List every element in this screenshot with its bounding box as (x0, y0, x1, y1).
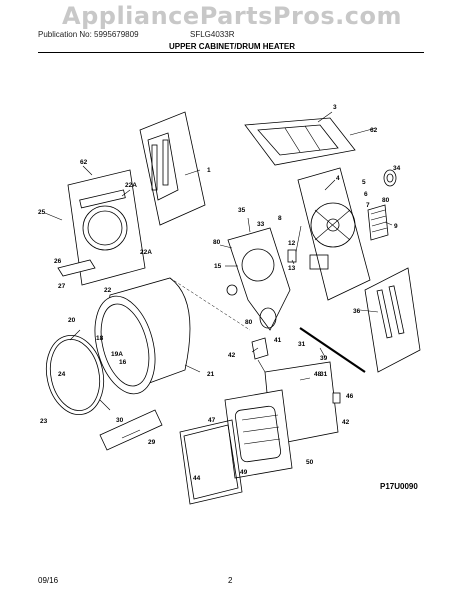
callout-label: 50 (306, 459, 314, 466)
callout-label: 30 (116, 417, 124, 424)
clip-part (332, 392, 341, 404)
watermark: AppliancePartsPros.com (62, 2, 402, 30)
heater-box-part (224, 389, 293, 479)
page-number: 2 (228, 576, 233, 585)
page-title: UPPER CABINET/DRUM HEATER (168, 42, 296, 51)
callout-labels: 1 3 4 5 6 7 8 9 12 13 15 16 18 19A 20 21… (38, 104, 401, 482)
rear-bulkhead-part (297, 167, 371, 301)
callout-label: 24 (58, 371, 66, 378)
bracket-part (57, 259, 96, 277)
publication-number: Publication No: 5995679809 (38, 30, 139, 39)
vent-grille-part (367, 204, 389, 241)
callout-label: 19A (111, 351, 123, 358)
callout-label: 80 (245, 319, 253, 326)
callout-label: 4 (336, 175, 340, 182)
callout-label: 36 (353, 308, 361, 315)
callout-label: 34 (393, 165, 401, 172)
heater-bracket-part (251, 337, 269, 360)
callout-label: 16 (119, 359, 127, 366)
gasket-part (179, 419, 243, 505)
callout-label: 42 (228, 352, 236, 359)
callout-label: 22 (104, 287, 112, 294)
callout-label: 27 (58, 283, 66, 290)
callout-label: 22A (125, 182, 137, 189)
right-panel-part (364, 267, 421, 373)
callout-label: 62 (80, 159, 88, 166)
blower-housing-part (227, 227, 291, 331)
top-panel-part (244, 117, 356, 166)
callout-label: 5 (362, 179, 366, 186)
callout-label: 9 (394, 223, 398, 230)
callout-label: 39 (320, 355, 328, 362)
callout-label: 21 (207, 371, 215, 378)
ring-part (383, 169, 397, 187)
callout-label: 6 (364, 191, 368, 198)
callout-label: 12 (288, 240, 296, 247)
callout-label: 15 (214, 263, 222, 270)
footer-date: 09/16 (38, 576, 59, 585)
callout-label: 80 (213, 239, 221, 246)
callout-label: 3 (333, 104, 337, 111)
callout-label: 7 (366, 202, 370, 209)
drum-part (94, 277, 251, 395)
callout-label: 41 (274, 337, 282, 344)
callout-label: 29 (148, 439, 156, 446)
callout-label: 33 (257, 221, 265, 228)
callout-label: 49 (240, 469, 248, 476)
callout-label: 80 (382, 197, 390, 204)
thermostat-part (287, 249, 297, 263)
side-panel-part (139, 111, 206, 226)
callout-label: 23 (40, 418, 48, 425)
callout-label: 18 (96, 335, 104, 342)
drum-baffle-part (99, 409, 163, 451)
callout-label: 20 (68, 317, 76, 324)
drum-seal-part (45, 335, 105, 415)
callout-label: 31 (298, 341, 306, 348)
callout-label: 1 (207, 167, 211, 174)
leader-lines (44, 111, 393, 439)
washer-part (226, 284, 238, 296)
diagram-code: P17U0090 (380, 482, 418, 491)
callout-label: 35 (238, 207, 246, 214)
callout-label: 44 (193, 475, 201, 482)
callout-label: 47 (208, 417, 216, 424)
callout-label: 62 (370, 127, 378, 134)
callout-label: 8 (278, 215, 282, 222)
callout-label: 42 (342, 419, 350, 426)
callout-label: 26 (54, 258, 62, 265)
model-number: SFLG4033R (190, 30, 235, 39)
header-divider (38, 52, 424, 53)
callout-label: 22A (140, 249, 152, 256)
callout-label: 25 (38, 209, 46, 216)
callout-label: 46 (346, 393, 354, 400)
callout-label: 13 (288, 265, 296, 272)
rail-part (299, 327, 366, 373)
callout-label: 31 (320, 371, 328, 378)
callout-label: 48 (314, 371, 322, 378)
